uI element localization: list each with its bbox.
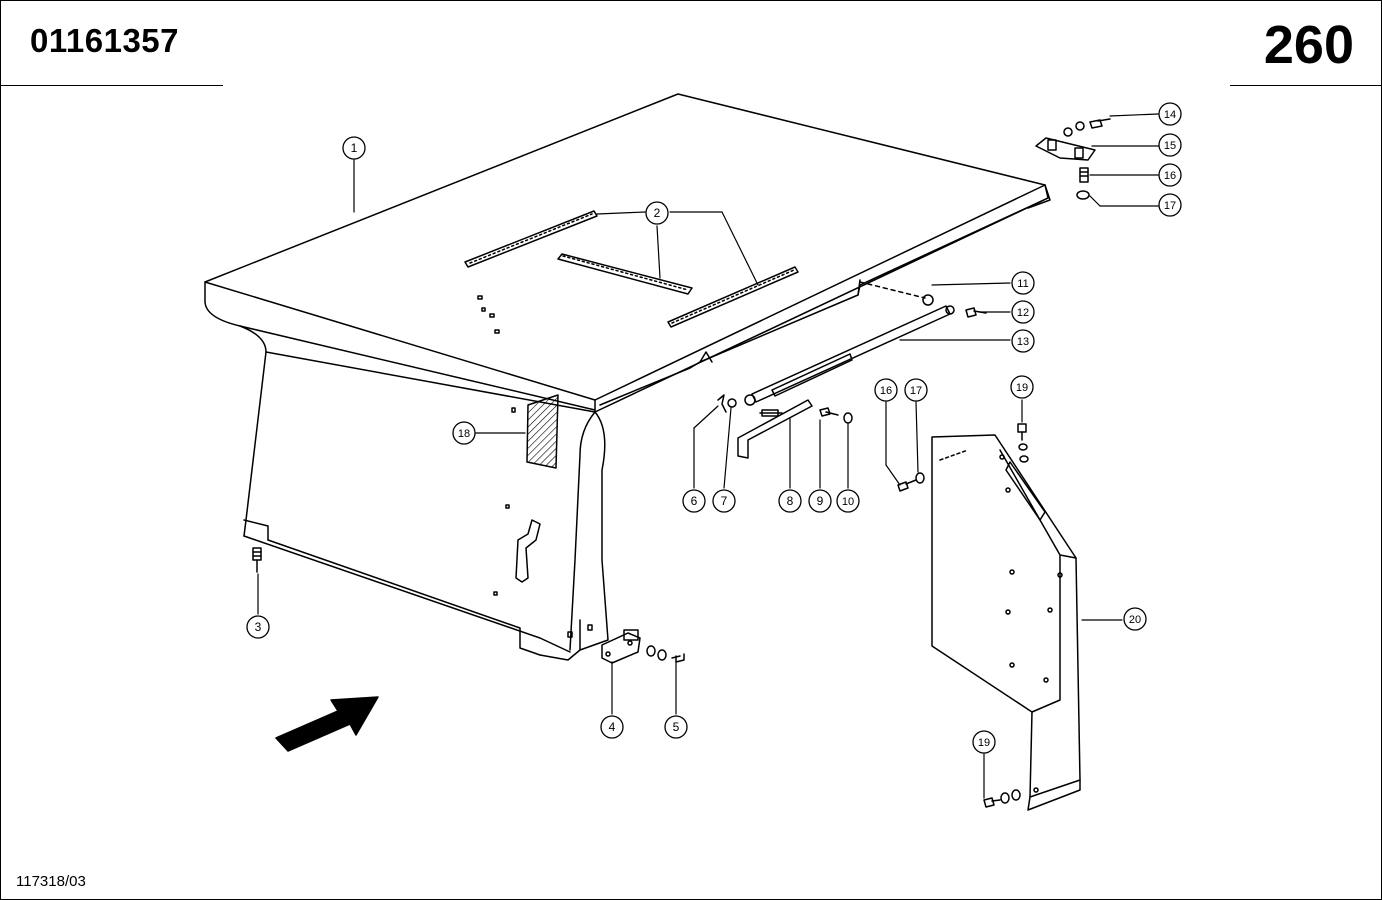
callout-10: 10	[836, 489, 860, 513]
screw-part-3	[253, 548, 261, 572]
bracket-assembly-parts-6-10	[718, 395, 852, 458]
side-panel-part-20	[898, 424, 1080, 810]
callout-16-top: 16	[1158, 163, 1182, 187]
callout-19-bottom: 19	[972, 730, 996, 754]
leader-lines	[257, 113, 1159, 799]
callout-label: 1	[351, 141, 358, 155]
guide-strip-parts	[465, 211, 798, 327]
callout-label: 2	[654, 206, 661, 220]
callout-label: 14	[1164, 109, 1176, 121]
callout-14: 14	[1158, 102, 1182, 126]
viewing-direction-arrow	[275, 696, 379, 752]
callout-12: 12	[1011, 300, 1035, 324]
callout-label: 10	[842, 496, 854, 508]
callout-label: 7	[721, 494, 728, 508]
callout-1: 1	[342, 136, 366, 160]
callout-label: 20	[1129, 614, 1141, 626]
callout-8: 8	[778, 489, 802, 513]
callout-label: 12	[1017, 307, 1029, 319]
callout-11: 11	[1011, 271, 1035, 295]
callout-label: 8	[787, 494, 794, 508]
callouts: 1 2 3 4 5 6 7 8 9 10 11 12 13 14 15 16 1…	[246, 102, 1182, 754]
callout-3: 3	[246, 615, 270, 639]
callout-6: 6	[682, 489, 706, 513]
callout-4: 4	[600, 715, 624, 739]
callout-13: 13	[1011, 329, 1035, 353]
callout-label: 19	[1016, 382, 1028, 394]
callout-label: 3	[255, 620, 262, 634]
hinge-bracket-part-4	[602, 630, 684, 663]
document-number: 01161357	[30, 22, 180, 59]
callout-15: 15	[1158, 133, 1182, 157]
callout-label: 11	[1017, 278, 1028, 290]
page-number: 260	[1263, 15, 1354, 75]
callout-label: 4	[609, 720, 616, 734]
callout-7: 7	[712, 489, 736, 513]
callout-label: 5	[673, 720, 680, 734]
callout-label: 13	[1017, 336, 1029, 348]
callout-label: 6	[691, 494, 698, 508]
callout-20: 20	[1123, 607, 1147, 631]
callout-18: 18	[452, 421, 476, 445]
callout-17-panel: 17	[904, 378, 928, 402]
callout-label: 19	[978, 737, 990, 749]
header-rule-left	[0, 85, 223, 86]
callout-label: 17	[1164, 200, 1176, 212]
callout-5: 5	[664, 715, 688, 739]
gas-strut-part-13	[745, 282, 986, 405]
callout-label: 15	[1164, 140, 1176, 152]
callout-9: 9	[808, 489, 832, 513]
header-rule-right	[1230, 85, 1382, 86]
callout-label: 17	[910, 385, 922, 397]
warning-label-plate	[527, 395, 558, 468]
drawing-code: 117318/03	[16, 873, 86, 890]
callout-19-top: 19	[1010, 375, 1034, 399]
callout-2: 2	[645, 201, 669, 225]
table-top-housing	[205, 94, 1050, 660]
callout-label: 16	[880, 385, 892, 397]
callout-label: 18	[458, 428, 470, 440]
callout-17-top: 17	[1158, 193, 1182, 217]
top-hinge-parts-14-17	[1036, 119, 1110, 199]
callout-label: 16	[1164, 170, 1176, 182]
callout-label: 9	[817, 494, 824, 508]
callout-16-panel: 16	[874, 378, 898, 402]
